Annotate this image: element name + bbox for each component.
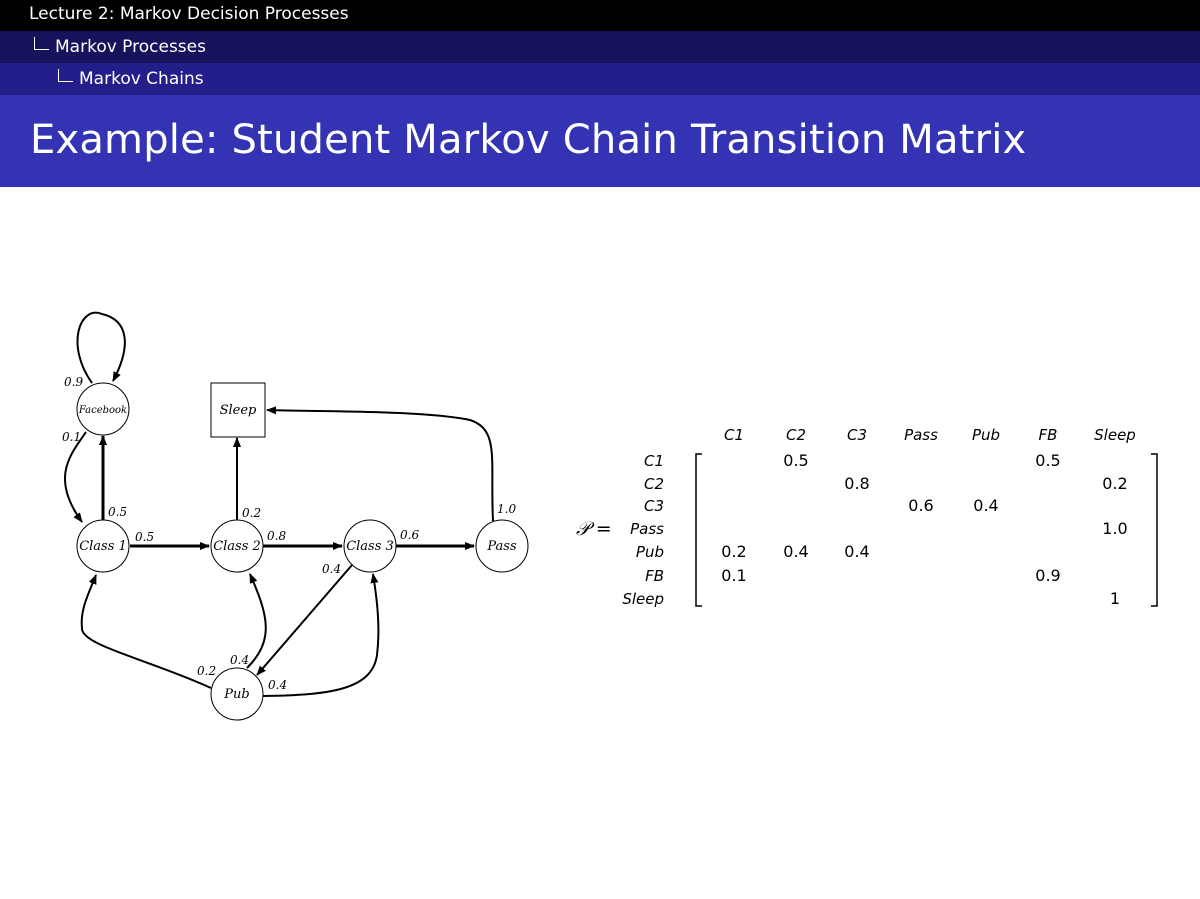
edge-label-pass-sleep: 1.0	[497, 502, 516, 516]
edge-label-fb-fb: 0.9	[64, 375, 83, 389]
slide-title-bar: Example: Student Markov Chain Transition…	[0, 95, 1200, 187]
edge-facebook-facebook	[76, 311, 126, 384]
edge-pass-sleep	[266, 406, 494, 522]
subsection-header: Markov Chains	[0, 63, 1200, 95]
edge-label-fb-c1: 0.1	[62, 430, 81, 444]
matrix-row-header: C1	[644, 452, 664, 470]
matrix-col-header: C3	[847, 426, 867, 444]
node-pub	[210, 667, 264, 721]
node-class2-label: Class 2	[213, 539, 261, 554]
matrix-row-header: C2	[644, 475, 664, 493]
edge-label-c2-sleep: 0.2	[242, 506, 261, 520]
matrix-col-header: Pass	[904, 426, 938, 444]
matrix-right-bracket	[1151, 453, 1158, 607]
node-class3	[343, 519, 397, 573]
edge-facebook-class1	[64, 431, 87, 523]
edge-label-c3-pass: 0.6	[400, 528, 419, 542]
section-title: Markov Processes	[55, 37, 206, 57]
matrix-col-header: C2	[786, 426, 806, 444]
matrix-col-header: Pub	[972, 426, 1000, 444]
node-sleep	[210, 382, 266, 438]
matrix-cell: 0.4	[783, 542, 808, 561]
edge-label-c1-fb: 0.5	[108, 505, 127, 519]
matrix-col-header: Sleep	[1094, 426, 1136, 444]
matrix-cell: 0.2	[721, 542, 746, 561]
lecture-title: Lecture 2: Markov Decision Processes	[29, 4, 349, 24]
node-pass-label: Pass	[486, 539, 517, 554]
node-class1	[76, 519, 130, 573]
edge-label-c1-c2: 0.5	[135, 530, 154, 544]
matrix-row-header: Pub	[636, 543, 664, 561]
edge-class3-pub	[256, 564, 353, 676]
node-class2	[210, 519, 264, 573]
node-facebook	[76, 382, 130, 436]
edge-label-pub-c1: 0.2	[197, 664, 216, 678]
matrix-cell: 0.6	[908, 496, 933, 515]
matrix-cell: 0.8	[844, 474, 869, 493]
matrix-cell: 1	[1110, 589, 1120, 608]
node-pub-label: Pub	[223, 687, 249, 702]
matrix-col-header: C1	[724, 426, 744, 444]
matrix-cell: 0.4	[844, 542, 869, 561]
edge-pub-class3	[262, 573, 380, 697]
matrix-cell: 0.5	[1035, 451, 1060, 470]
matrix-row-header: FB	[645, 567, 664, 585]
tree-branch-icon	[34, 36, 49, 50]
matrix-row-header: Pass	[630, 520, 664, 538]
tree-branch-icon	[58, 68, 73, 82]
node-pass	[475, 519, 529, 573]
matrix-cell: 0.2	[1102, 474, 1127, 493]
matrix-col-header: FB	[1039, 426, 1058, 444]
edge-label-pub-c2: 0.4	[230, 653, 249, 667]
matrix-cell: 0.4	[973, 496, 998, 515]
node-facebook-label: Facebook	[78, 405, 127, 416]
matrix-cell: 1.0	[1102, 519, 1127, 538]
section-header: Markov Processes	[0, 31, 1200, 63]
edge-label-pub-c3: 0.4	[268, 678, 287, 692]
edge-pub-class2	[246, 573, 267, 669]
subsection-title: Markov Chains	[79, 69, 204, 89]
edge-label-c3-pub: 0.4	[322, 562, 341, 576]
matrix-cells: 0.5 0.5 0.8 0.2 0.6 0.4 1.0 0.2 0.4 0.4 0.1 0.9 1	[721, 451, 1127, 608]
matrix-symbol: 𝒫 =	[576, 518, 612, 540]
node-class1-label: Class 1	[79, 539, 127, 554]
matrix-left-bracket	[695, 453, 702, 607]
markov-chain-diagram: Facebook Sleep Class 1 Class 2 Class 3 P…	[62, 311, 529, 721]
lecture-header: Lecture 2: Markov Decision Processes	[0, 0, 1200, 31]
matrix-row-header: C3	[644, 497, 664, 515]
matrix-cell: 0.9	[1035, 566, 1060, 585]
node-class3-label: Class 3	[346, 539, 394, 554]
edge-label-c2-c3: 0.8	[267, 529, 286, 543]
edge-pub-class1	[80, 574, 212, 689]
matrix-column-headers: C1 C2 C3 Pass Pub FB Sleep	[724, 426, 1136, 444]
matrix-cell: 0.5	[783, 451, 808, 470]
matrix-row-header: Sleep	[622, 590, 664, 608]
slide-title: Example: Student Markov Chain Transition…	[30, 117, 1027, 163]
matrix-cell: 0.1	[721, 566, 746, 585]
node-sleep-label: Sleep	[220, 403, 257, 418]
